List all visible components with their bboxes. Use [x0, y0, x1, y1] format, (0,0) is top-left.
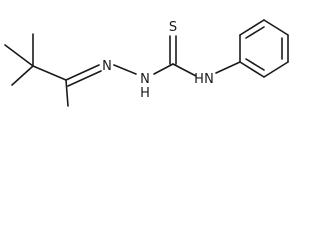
atom-hydrazine-hydrogen: H	[140, 86, 150, 101]
bond-nh-thiocarbonyl	[153, 63, 174, 75]
bond-imine-double-1	[65, 64, 100, 81]
bond-imine-double-2	[67, 70, 102, 87]
atom-anilino-hydrogen: H	[194, 72, 204, 87]
atom-imine-nitrogen: N	[102, 59, 112, 74]
thiosemicarbazone-structure: S N N H H N	[4, 19, 289, 107]
atom-sulfur: S	[169, 20, 177, 35]
phenyl-ring	[239, 19, 289, 78]
bond-methyl-c	[11, 65, 34, 86]
bond-n-n	[113, 64, 137, 75]
atom-hydrazine-nitrogen: N	[140, 72, 150, 87]
bond-nh-phenyl	[215, 61, 241, 74]
bond-methyl-a	[4, 44, 34, 67]
bond-quaternary-carbon	[32, 65, 67, 81]
bond-thiocarbonyl-nh	[172, 63, 197, 77]
bond-imine-methyl	[65, 79, 69, 107]
atom-anilino-nitrogen: N	[204, 72, 214, 87]
